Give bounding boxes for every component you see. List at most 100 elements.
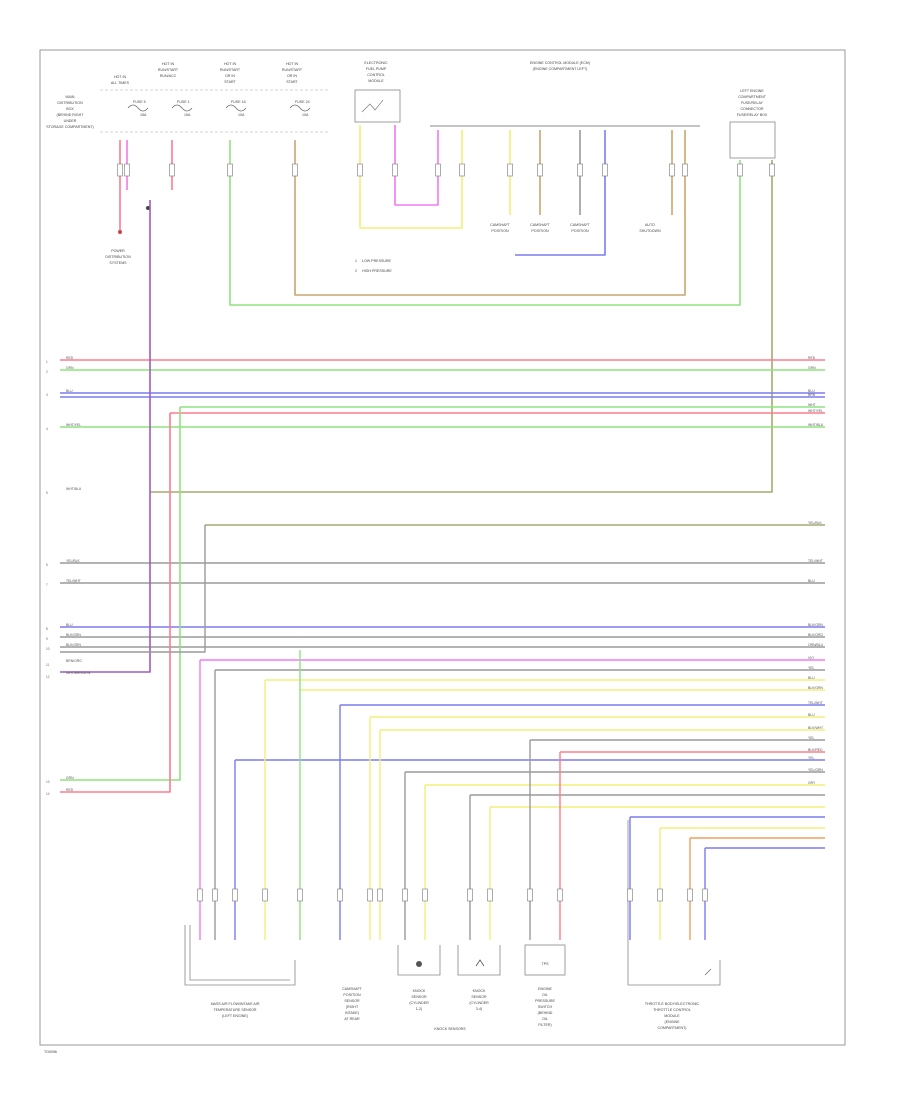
svg-text:ENGINE: ENGINE [538,987,552,991]
svg-text:FUSE/RELAY: FUSE/RELAY [741,101,764,105]
wire [60,525,206,653]
svg-text:FILTER): FILTER) [538,1023,551,1027]
right-wire-label: YEL [808,736,815,740]
right-wire-label: BLK/ORG [808,633,823,637]
right-wire-label: VIO [808,656,814,660]
bus-wires [60,200,825,849]
svg-text:TEMPERATURE SENSOR: TEMPERATURE SENSOR [213,1008,256,1012]
svg-text:INTAKE): INTAKE) [345,1011,359,1015]
connector [769,163,775,177]
connector [197,888,203,902]
svg-text:SYSTEMS: SYSTEMS [109,261,127,265]
power-distribution-label: POWER DISTRIBUTION SYSTEMS [105,249,131,265]
fuse-1: FUSE 1 10A [171,100,193,117]
svg-text:LEFT ENGINE: LEFT ENGINE [740,89,764,93]
svg-text:CAMSHAFT: CAMSHAFT [490,223,511,227]
right-wire-label: BLK/RED [808,748,823,752]
right-wire-label: YEL [808,666,815,670]
sensor-labels-top: CAMSHAFT POSITION CAMSHAFT POSITION CAMS… [490,223,661,233]
svg-text:10A: 10A [238,113,245,117]
svg-text:CONNECTOR: CONNECTOR [740,107,763,111]
left-pin-number: 8 [46,627,48,631]
svg-text:MASS AIR FLOW/INTAKE AIR: MASS AIR FLOW/INTAKE AIR [211,1002,260,1006]
connector [627,888,633,902]
left-wire-label: WHT/YEL [66,423,81,427]
knock-sensors-group-label: KNOCK SENSORS [434,1027,466,1031]
motor-icon [704,968,712,976]
wire [359,125,463,229]
right-wire-label: BLK/GRN [808,623,823,627]
svg-text:ELECTRONIC: ELECTRONIC [364,61,388,65]
svg-text:KNOCK: KNOCK [413,989,426,993]
hot-in-label-3: HOT IN RUN/START OR IN START [220,62,241,84]
wire [229,140,741,306]
svg-text:START: START [286,80,298,84]
svg-text:3-4): 3-4) [476,1007,482,1011]
knock-sensor-2: KNOCK SENSOR (CYLINDER 3-4) [457,945,501,1011]
left-wire-label: TEL/WHT [66,579,81,583]
svg-text:HOT IN: HOT IN [286,62,299,66]
fuse-24: FUSE 24 10A [289,100,311,117]
svg-text:HOT IN: HOT IN [114,75,127,79]
right-wire-label: BLU [808,713,815,717]
svg-text:(CYLINDER: (CYLINDER [469,1001,489,1005]
svg-text:HIGH PRESSURE: HIGH PRESSURE [362,269,392,273]
svg-text:SWITCH: SWITCH [538,1005,553,1009]
svg-text:10A: 10A [184,113,191,117]
connector [435,163,441,177]
fuse-symbol-icon [225,104,247,112]
fuse-5: FUSE 5 15A [127,100,149,117]
svg-text:MODULE: MODULE [368,79,384,83]
svg-text:1: 1 [355,259,357,263]
right-wire-label: YEL/BLK [808,521,822,525]
svg-text:(ENGINE: (ENGINE [665,1020,681,1024]
svg-text:RUN/START: RUN/START [220,68,241,72]
throttle-body-module: THROTTLE BODY/ELECTRONIC THROTTLE CONTRO… [627,820,721,1030]
svg-text:COMPARTMENT): COMPARTMENT) [657,1026,686,1030]
left-wire-label: GRN [66,366,74,370]
svg-text:HOT IN: HOT IN [224,62,237,66]
svg-text:FUSE 5: FUSE 5 [133,100,146,104]
wire [394,125,439,206]
connector [657,888,663,902]
left-pin-number: 2 [46,370,48,374]
svg-text:TPS: TPS [542,962,550,966]
right-wire-label: BLU [808,676,815,680]
svg-text:SHUTDOWN: SHUTDOWN [639,229,661,233]
svg-text:LOW PRESSURE: LOW PRESSURE [362,259,392,263]
crankshaft-position-sensor: MASS AIR FLOW/INTAKE AIR TEMPERATURE SEN… [184,925,296,1018]
svg-text:BOX: BOX [66,107,74,111]
svg-text:ENGINE CONTROL MODULE (ECM): ENGINE CONTROL MODULE (ECM) [530,61,590,65]
left-wire-label: BLK/GRN [66,643,81,647]
fuse-16: FUSE 16 10A [225,100,247,117]
svg-text:ALL TIMES: ALL TIMES [111,81,130,85]
svg-text:DISTRIBUTION: DISTRIBUTION [57,101,83,105]
connector [507,163,513,177]
connector [337,888,343,902]
connector [459,163,465,177]
connector [669,163,675,177]
connector [557,888,563,902]
right-wire-label: BLK/GRN [808,686,823,690]
fuse-symbol-icon [127,104,149,112]
svg-text:(BEHIND RIGHT: (BEHIND RIGHT [57,113,85,117]
pressure-legend: 1 LOW PRESSURE 2 HIGH PRESSURE [355,259,392,273]
connector [487,888,493,902]
svg-text:THROTTLE BODY/ELECTRONIC: THROTTLE BODY/ELECTRONIC [645,1002,700,1006]
connector [169,163,175,177]
right-wire-label: RED [808,356,816,360]
svg-text:10A: 10A [302,113,309,117]
ecm-label: ENGINE CONTROL MODULE (ECM) (ENGINE COMP… [530,61,590,71]
knock-sensor-icon [475,959,485,967]
hot-in-label-4: HOT IN RUN/START OR IN START [282,62,303,84]
svg-text:CAMSHAFT: CAMSHAFT [530,223,551,227]
connector [124,163,130,177]
right-wire-label: WHT/YEL [808,409,823,413]
svg-text:CAMSHAFT: CAMSHAFT [342,987,363,991]
left-wire-label: BLU [66,389,73,393]
fuse-symbol-icon [289,104,311,112]
connector [602,163,608,177]
right-wire-label: BLU [808,389,815,393]
svg-text:CAMSHAFT: CAMSHAFT [570,223,591,227]
